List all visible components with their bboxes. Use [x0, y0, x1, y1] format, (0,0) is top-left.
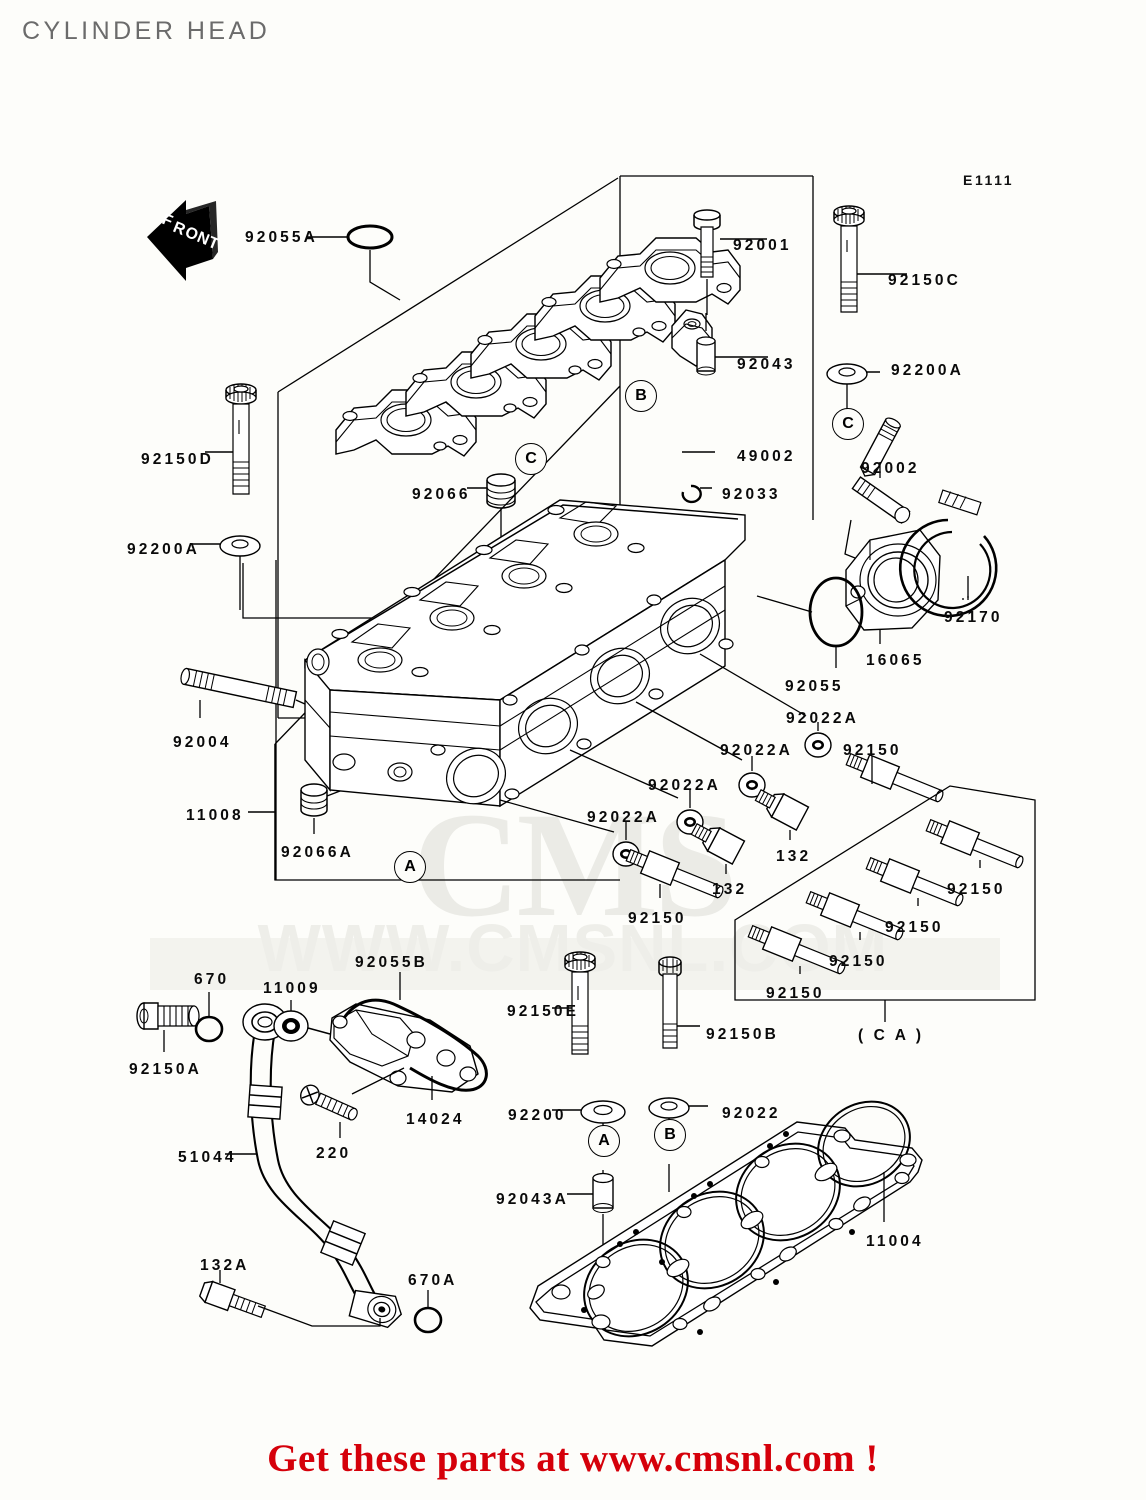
part-92043-dowel	[697, 313, 768, 375]
variant-group-label-ca: ( C A )	[858, 1027, 925, 1044]
part-label-92200A-left: 92200A	[127, 541, 200, 558]
part-label-92066A: 92066A	[281, 844, 354, 861]
part-92200-washer	[552, 1101, 625, 1190]
part-label-92150D: 92150D	[141, 451, 214, 468]
part-92055B-gasket	[344, 1000, 486, 1090]
part-label-132-2: 132	[712, 881, 748, 898]
part-label-92022A-3: 92022A	[648, 777, 721, 794]
camshaft-cap-group	[336, 238, 740, 456]
part-label-92150A: 92150A	[129, 1061, 202, 1078]
part-label-51044: 51044	[178, 1149, 237, 1166]
part-label-132-1: 132	[776, 848, 812, 865]
diagram-reference-code: E1111	[963, 172, 1015, 188]
part-label-92022A-4: 92022A	[587, 809, 660, 826]
part-92150-bolt-b	[624, 844, 727, 904]
part-label-92001: 92001	[733, 237, 792, 254]
part-92022A-washer-1	[805, 722, 831, 757]
part-92200A-washer-left	[190, 536, 260, 610]
footer-promo-text: Get these parts at www.cmsnl.com !	[267, 1437, 879, 1480]
part-92001-bolt	[694, 210, 767, 315]
part-92004-stud	[180, 668, 297, 708]
part-label-92002: 92002	[861, 460, 920, 477]
part-92033-snap-ring	[683, 486, 712, 502]
front-direction-arrow: F R O N T	[147, 200, 221, 281]
part-92150A-bolt	[137, 1003, 199, 1052]
part-label-92200A-right: 92200A	[891, 362, 964, 379]
part-92200A-washer-right	[827, 364, 880, 412]
part-11004-head-gasket	[530, 1085, 926, 1356]
part-label-92150-6: 92150	[766, 985, 825, 1002]
part-670A-oring	[415, 1290, 441, 1332]
reference-marker-c-top: C	[515, 443, 547, 475]
part-label-92150C: 92150C	[888, 272, 961, 289]
part-label-92150-2: 92150	[947, 881, 1006, 898]
part-label-670A: 670A	[408, 1272, 458, 1289]
part-11009-gasket	[274, 1000, 330, 1041]
part-label-92022A-1: 92022A	[786, 710, 859, 727]
part-92150-bolt-ca-1	[924, 814, 1027, 874]
part-label-92150-1: 92150	[843, 742, 902, 759]
part-label-11004: 11004	[866, 1233, 924, 1250]
part-label-132A: 132A	[200, 1257, 250, 1274]
part-92150C-bolt	[833, 205, 907, 312]
part-label-92150E: 92150E	[507, 1003, 580, 1020]
part-label-92043A: 92043A	[496, 1191, 569, 1208]
part-label-92055: 92055	[785, 678, 844, 695]
part-132A-bolt	[198, 1279, 267, 1322]
part-label-92150-3: 92150	[628, 910, 687, 927]
camshaft-cap	[600, 238, 740, 304]
part-label-92150B: 92150B	[706, 1026, 779, 1043]
part-132-bolt-1	[752, 784, 808, 830]
part-92043A-dowel	[567, 1174, 613, 1500]
reference-marker-b-bottom: B	[654, 1119, 686, 1151]
part-51044-oil-pipe	[225, 1004, 405, 1330]
part-220-screw	[298, 1082, 361, 1125]
part-label-92200: 92200	[508, 1107, 567, 1124]
reference-marker-a-bottom: A	[588, 1125, 620, 1157]
part-label-92022A-2: 92022A	[720, 742, 793, 759]
part-label-92066: 92066	[412, 486, 471, 503]
part-92150-bolt-ca-3	[804, 886, 907, 946]
part-92002-bolt	[852, 476, 913, 525]
part-92170-clamp	[900, 490, 996, 616]
part-670-oring	[196, 992, 222, 1041]
part-92150-bolt-ca-4	[746, 920, 849, 980]
cylinder-head-body	[305, 500, 760, 830]
part-label-92043: 92043	[737, 356, 796, 373]
part-label-11009: 11009	[263, 980, 321, 997]
part-92150B-bolt	[659, 957, 700, 1048]
part-92150E-bolt	[552, 951, 596, 1054]
part-label-670: 670	[194, 971, 230, 988]
part-label-16065: 16065	[866, 652, 925, 669]
part-label-14024: 14024	[406, 1111, 465, 1128]
reference-marker-b-top: B	[625, 380, 657, 412]
part-49002-valve-guide	[858, 416, 902, 480]
part-label-92055A: 92055A	[245, 229, 318, 246]
part-92150-bolt-ca-2	[864, 852, 967, 912]
part-label-92033: 92033	[722, 486, 781, 503]
part-92150D-bolt	[205, 383, 257, 494]
reference-marker-c-right: C	[832, 408, 864, 440]
part-92150-bolt-a	[844, 748, 947, 808]
part-92055A-oring	[307, 226, 400, 300]
part-label-92004: 92004	[173, 734, 232, 751]
part-132-bolt-2	[688, 818, 744, 864]
part-label-92022: 92022	[722, 1105, 781, 1122]
reference-marker-a-mid: A	[394, 851, 426, 883]
part-label-92170: 92170	[944, 609, 1003, 626]
camshaft-cap	[471, 314, 611, 380]
part-92022A-washer-2	[739, 756, 765, 797]
svg-text:O: O	[183, 224, 201, 244]
part-label-220: 220	[316, 1145, 352, 1162]
part-label-92055B: 92055B	[355, 954, 428, 971]
part-14024-cover	[330, 1004, 478, 1100]
page-title: CYLINDER HEAD	[22, 17, 271, 45]
part-label-92150-4: 92150	[885, 919, 944, 936]
part-label-49002: 49002	[737, 448, 796, 465]
part-label-11008: 11008	[186, 807, 244, 824]
ca-group-boundary	[735, 786, 1035, 1000]
part-label-92150-5: 92150	[829, 953, 888, 970]
